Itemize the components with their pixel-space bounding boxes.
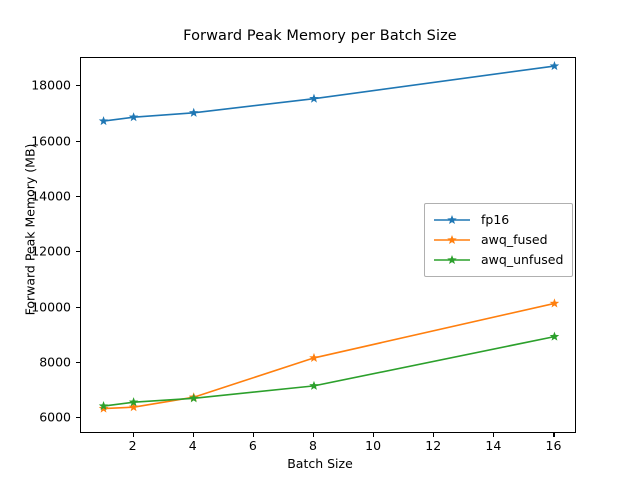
x-tick-mark (373, 433, 375, 437)
legend-line-sample (432, 212, 472, 228)
x-tick-mark (312, 433, 315, 437)
data-point-marker (128, 397, 139, 407)
data-point-marker (98, 116, 109, 126)
legend-item-awq_fused[interactable]: awq_fused (432, 230, 563, 250)
y-tick-mark (76, 417, 80, 419)
x-tick-mark (553, 433, 555, 437)
y-tick-label: 16000 (31, 133, 71, 149)
x-tick-mark (252, 433, 254, 437)
y-tick-label: 18000 (31, 77, 71, 93)
x-tick-label: 10 (365, 438, 382, 453)
x-tick-label: 4 (188, 438, 197, 453)
x-tick-label: 16 (545, 438, 562, 453)
data-point-marker (549, 298, 560, 308)
series-line (102, 335, 556, 407)
y-tick-mark (76, 361, 80, 363)
data-point-marker (128, 402, 139, 412)
y-tick-label: 6000 (39, 409, 71, 425)
series-line (102, 302, 556, 410)
series-awq_fused (98, 298, 560, 413)
data-point-marker (128, 112, 139, 122)
legend-label: awq_unfused (481, 252, 564, 267)
x-tick-mark (433, 433, 435, 437)
x-tick-label: 6 (248, 438, 257, 453)
legend-line-sample (432, 252, 472, 268)
x-tick-label: 2 (128, 438, 137, 453)
data-point-marker (98, 401, 109, 411)
legend-label: awq_fused (481, 232, 548, 247)
series-line (102, 65, 556, 122)
data-point-marker (188, 107, 199, 117)
legend[interactable]: fp16 awq_fused awq_unfused (424, 203, 574, 277)
y-tick-label: 8000 (39, 354, 71, 370)
y-tick-mark (76, 306, 80, 308)
y-tick-mark (76, 251, 80, 253)
legend-label: fp16 (481, 212, 510, 227)
data-point-marker (309, 352, 319, 362)
x-tick-label: 14 (485, 438, 502, 453)
x-tick-mark (493, 433, 495, 437)
y-tick-label: 12000 (31, 243, 71, 259)
y-tick-label: 14000 (31, 188, 71, 204)
legend-item-fp16[interactable]: fp16 (432, 210, 563, 230)
series-fp16 (98, 61, 560, 126)
data-point-marker (549, 331, 560, 341)
legend-line-sample (432, 232, 472, 248)
data-point-marker (309, 380, 319, 390)
x-tick-mark (132, 433, 134, 437)
legend-item-awq_unfused[interactable]: awq_unfused (432, 250, 563, 270)
y-axis-tick-labels: 6000 8000 10000 12000 14000 16000 18000 (0, 0, 71, 480)
y-tick-mark (76, 195, 80, 197)
x-axis-label: Batch Size (287, 456, 353, 471)
x-tick-mark (192, 433, 194, 437)
y-tick-mark (76, 85, 80, 87)
series-lines (98, 61, 560, 413)
y-tick-label: 10000 (31, 299, 71, 315)
y-tick-mark (76, 140, 80, 142)
data-point-marker (309, 93, 319, 103)
x-tick-label: 8 (308, 438, 317, 453)
x-tick-label: 12 (425, 438, 442, 453)
data-point-marker (549, 61, 560, 71)
data-point-marker (188, 393, 199, 403)
chart-title: Forward Peak Memory per Batch Size (183, 28, 457, 44)
series-awq_unfused (98, 331, 560, 411)
